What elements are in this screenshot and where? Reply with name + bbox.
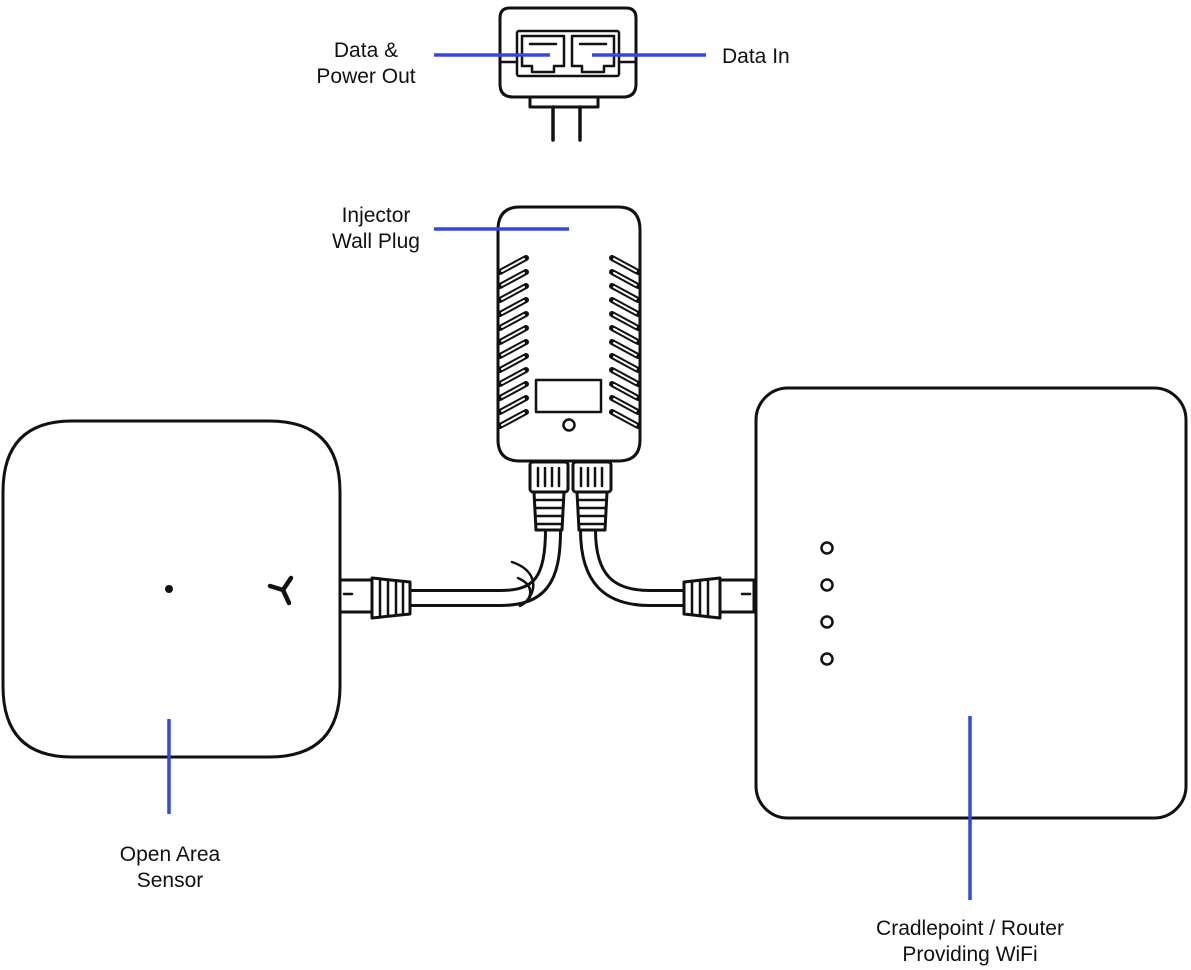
label-line: Cradlepoint / Router [876,917,1064,940]
sensor-logo-icon [267,575,294,606]
sensor-pinhole-icon [165,585,173,593]
injector-led-icon [562,418,576,432]
injector-wall-plug [496,205,642,463]
rj45-plug-sensor-icon [338,576,412,620]
label-injector: Injector Wall Plug [308,203,444,255]
label-line: Providing WiFi [902,943,1038,966]
rj45-port-out-icon [520,34,566,74]
rj45-plugs-injector-icon [528,460,613,532]
rj45-port-in-icon [570,34,616,74]
label-sensor: Open Area Sensor [90,842,250,894]
label-router: Cradlepoint / Router Providing WiFi [850,916,1090,968]
label-line: Injector [341,204,411,227]
label-data-in: Data In [722,44,790,70]
router-status-light-icon [820,541,834,555]
label-leader-lines [167,53,972,900]
label-line: Power Out [316,65,416,88]
vent-slots-left-icon [497,255,529,429]
router-status-light-icon [820,652,834,666]
open-area-sensor [1,419,342,759]
router-status-light-icon [820,615,834,629]
ethernet-cables [408,529,685,608]
rj45-plug-router-icon [682,576,756,620]
label-line: Sensor [136,869,204,892]
vent-slots-right-icon [609,255,641,429]
label-line: Wall Plug [332,230,420,253]
label-data-power-out: Data & Power Out [296,38,436,90]
label-line: Data In [722,45,790,68]
label-line: Open Area [119,843,221,866]
label-line: Data & [333,39,399,62]
injector-port-detail [498,6,638,142]
injector-label-plate [534,378,603,414]
router-status-light-icon [820,578,834,592]
plug-prongs-icon [528,93,600,142]
